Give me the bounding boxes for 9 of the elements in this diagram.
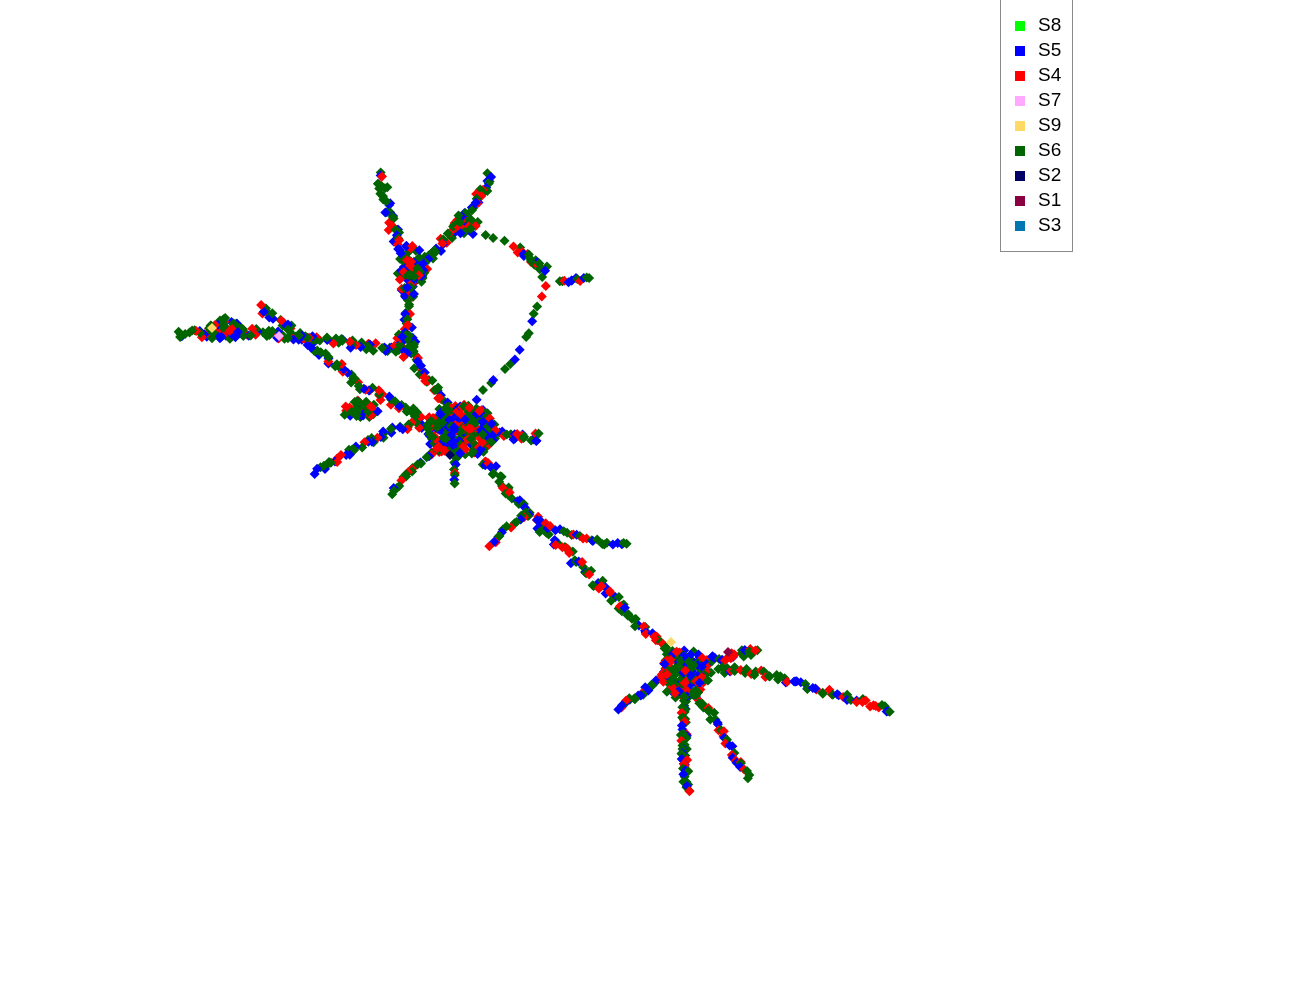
legend-label: S1 bbox=[1038, 189, 1062, 211]
legend-label: S6 bbox=[1038, 139, 1062, 161]
legend-label: S2 bbox=[1038, 164, 1062, 186]
legend-label: S4 bbox=[1038, 64, 1062, 86]
legend-label: S3 bbox=[1038, 214, 1062, 236]
legend-label: S9 bbox=[1038, 114, 1062, 136]
legend-label: S7 bbox=[1038, 89, 1062, 111]
legend-label: S8 bbox=[1038, 14, 1062, 36]
legend-label: S5 bbox=[1038, 39, 1062, 61]
